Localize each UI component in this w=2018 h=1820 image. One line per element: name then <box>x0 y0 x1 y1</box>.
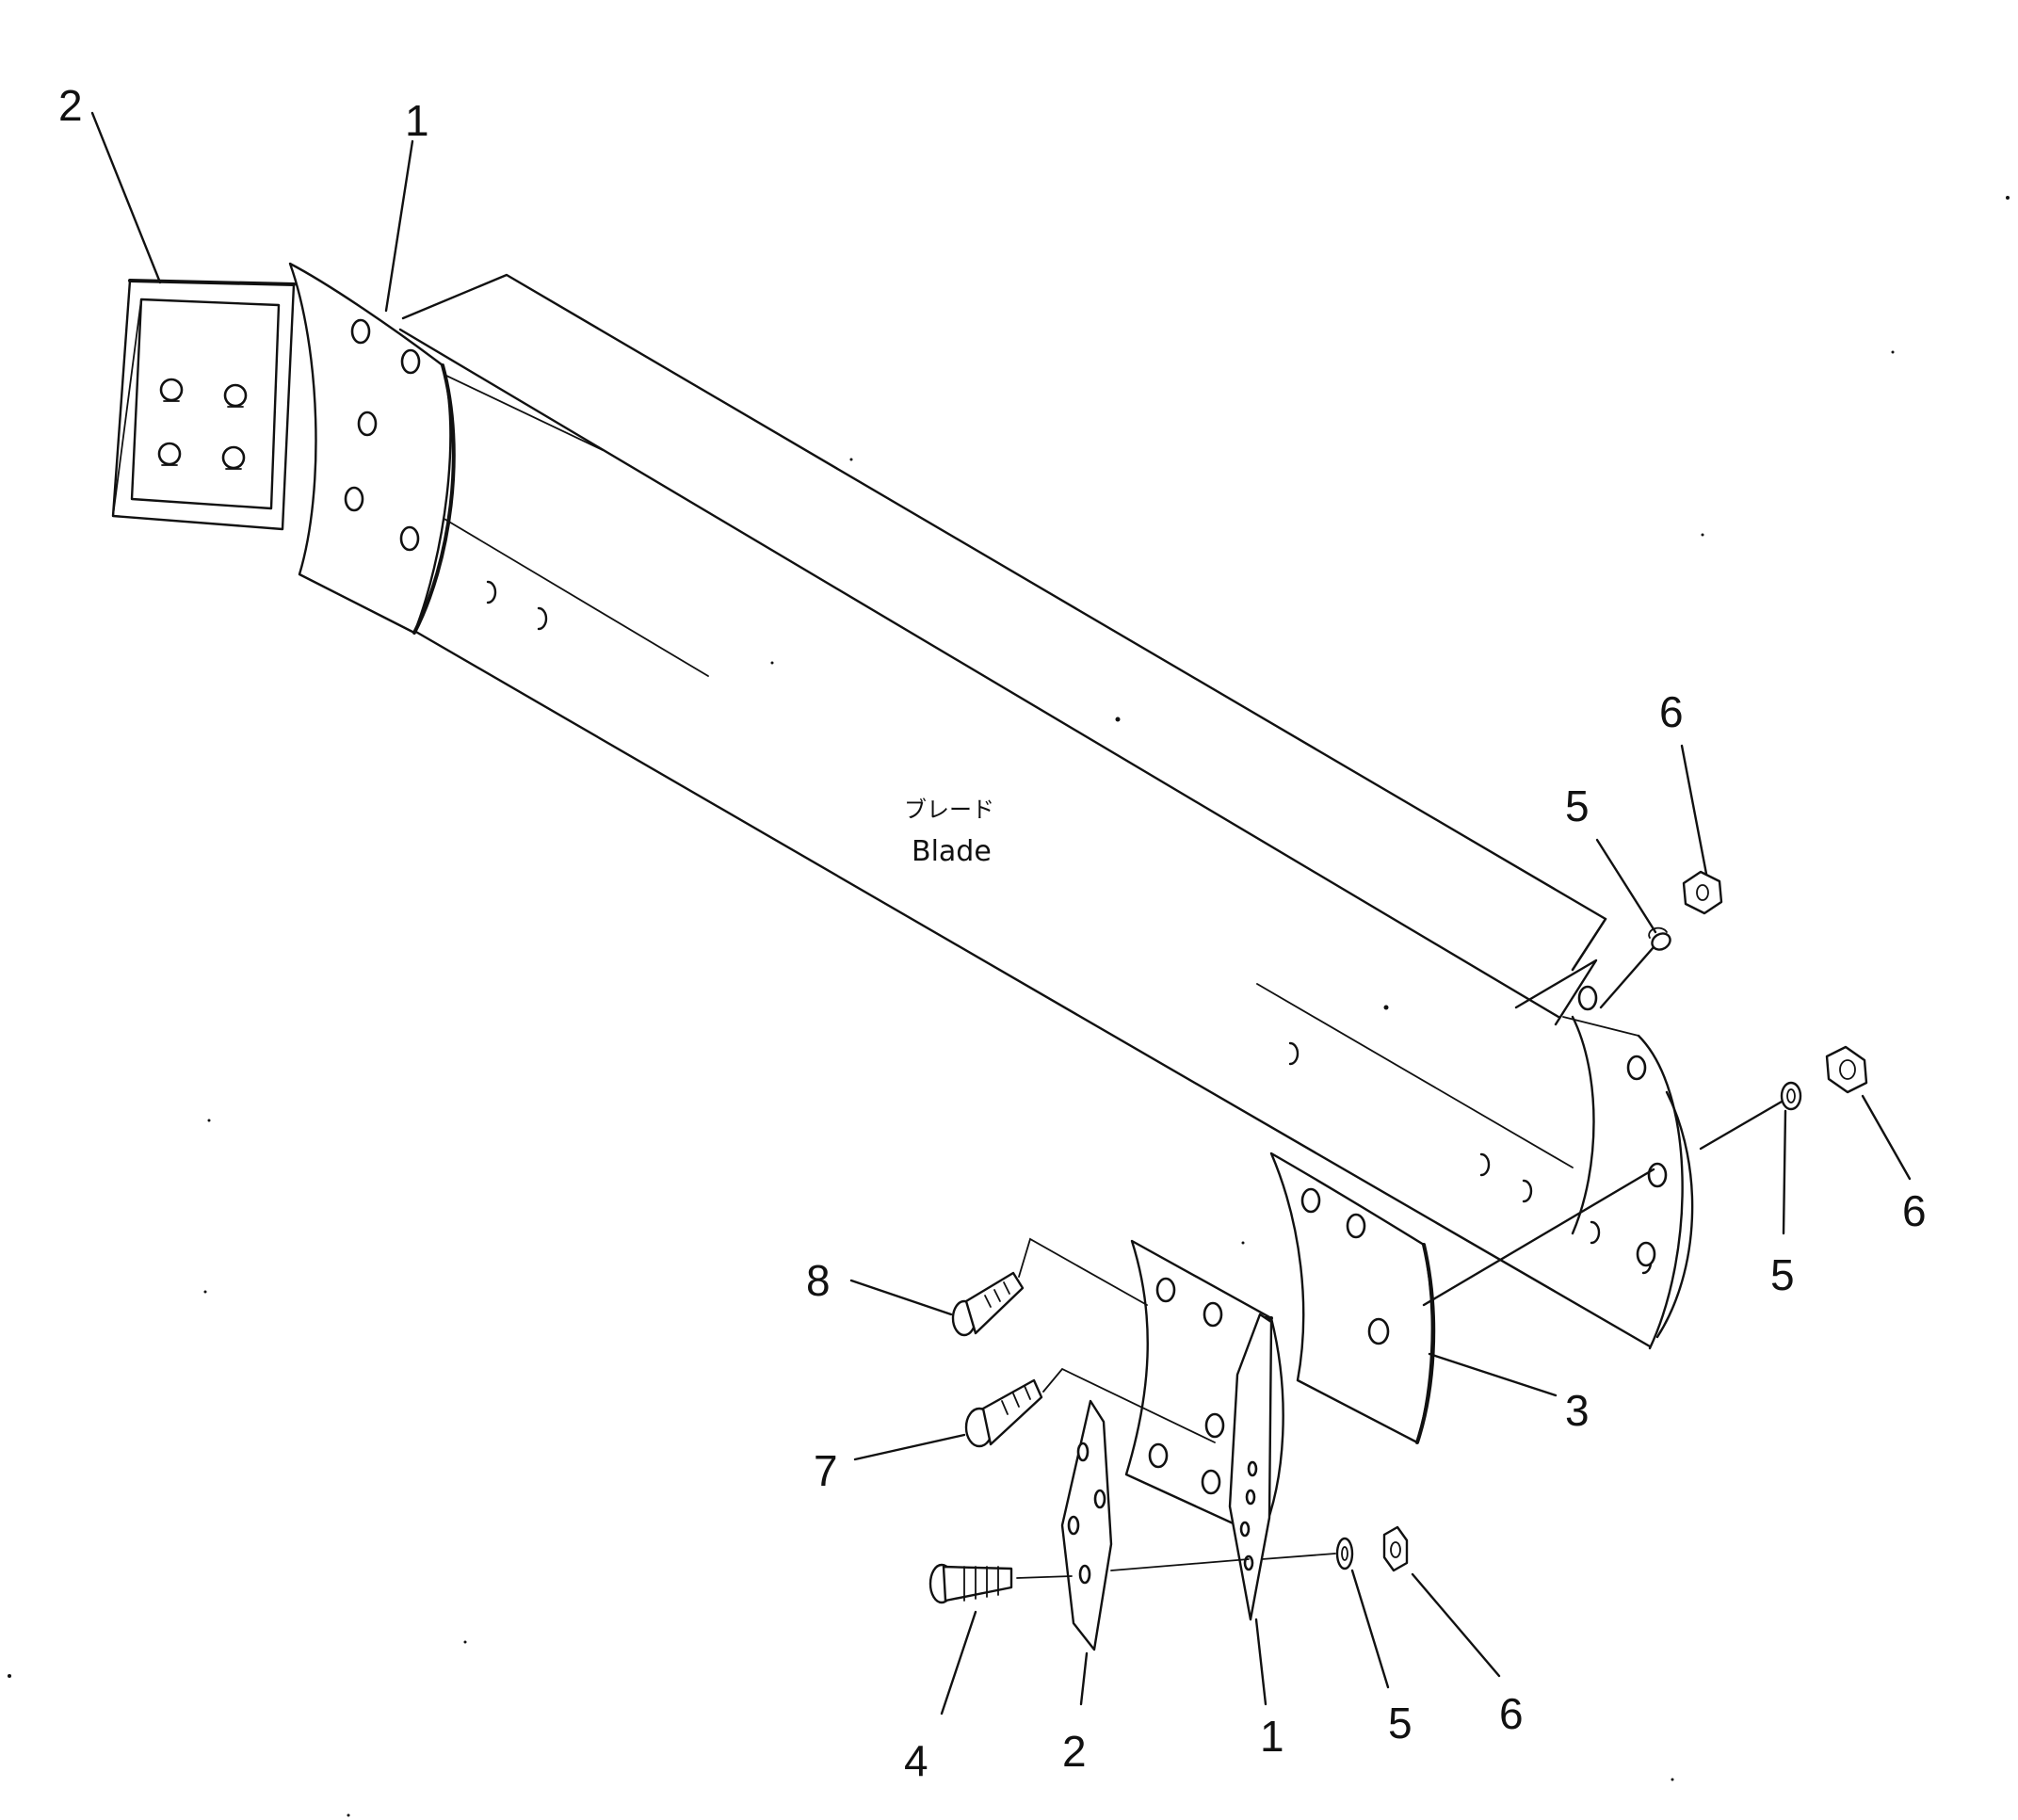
nut-6-lower <box>1382 1525 1409 1572</box>
blade-label-jp: ブレード <box>904 797 994 823</box>
callout-6-lower: 6 <box>1499 1689 1524 1738</box>
corner-plate-top-left <box>111 279 296 531</box>
callout-8: 8 <box>806 1256 831 1305</box>
corner-plate-lower <box>1060 1399 1113 1651</box>
callout-2-top: 2 <box>58 81 83 130</box>
bolt-7 <box>964 1378 1043 1448</box>
leader-lines <box>90 111 1912 1715</box>
blade-body <box>376 273 1694 1350</box>
bolt-4 <box>928 1563 1013 1604</box>
washer-5-upper <box>1648 926 1671 951</box>
callout-7: 7 <box>814 1446 838 1495</box>
callout-5-upper: 5 <box>1565 781 1590 830</box>
nut-6-mid <box>1825 1045 1868 1094</box>
nut-6-upper <box>1682 870 1723 915</box>
callout-2-bot: 2 <box>1062 1727 1087 1776</box>
bolt-8 <box>951 1271 1025 1337</box>
callout-5-mid: 5 <box>1770 1250 1795 1299</box>
end-bit-right <box>1269 1152 1436 1444</box>
end-bit-top-left <box>288 262 456 635</box>
callout-1-bot: 1 <box>1260 1712 1284 1761</box>
callout-6-mid: 6 <box>1902 1186 1927 1235</box>
blade-holes <box>486 580 1668 1275</box>
scan-specks <box>8 196 2010 1817</box>
callout-6-upper: 6 <box>1659 687 1684 736</box>
end-bit-lower <box>1124 1239 1284 1621</box>
callout-4: 4 <box>904 1736 928 1785</box>
callouts: 2 1 6 5 6 5 8 3 7 4 2 1 5 6 <box>58 81 1927 1785</box>
callout-1-top: 1 <box>405 96 429 145</box>
washer-5-lower <box>1335 1537 1354 1570</box>
corner-plate-bolts <box>157 378 248 470</box>
blade-label-en: Blade <box>912 835 992 868</box>
callout-5-lower: 5 <box>1388 1699 1413 1748</box>
callout-3: 3 <box>1565 1386 1590 1435</box>
washer-5-mid <box>1780 1081 1802 1111</box>
